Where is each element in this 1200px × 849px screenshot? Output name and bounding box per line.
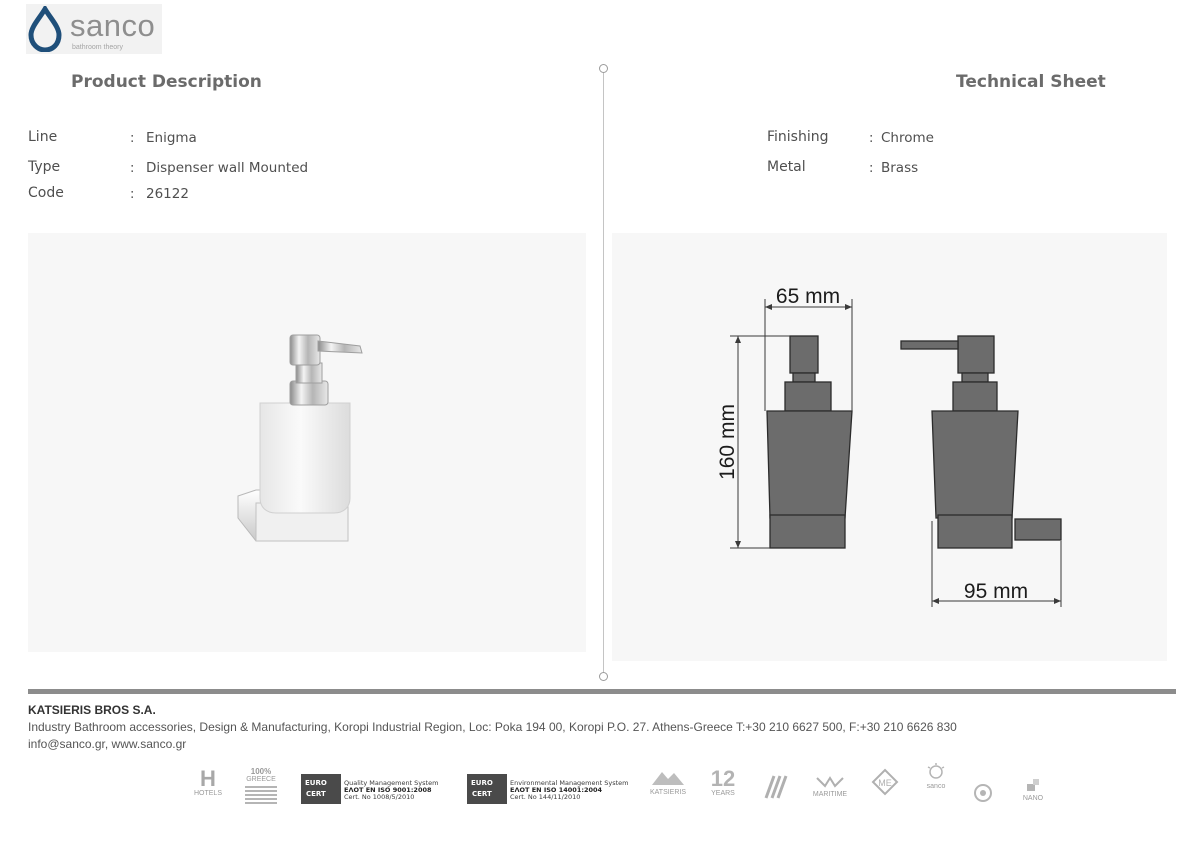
- mountain-icon: [652, 772, 684, 785]
- ems-standard: EΛOT EN ISO 14001:2004: [510, 786, 603, 794]
- qms-title: Quality Management System: [344, 779, 439, 787]
- front-pump-head: [789, 335, 819, 374]
- product-image: [237, 334, 363, 542]
- cert-label: CERT: [306, 790, 326, 798]
- spec-label-type: Type: [28, 159, 61, 175]
- divider-top-dot: [599, 64, 608, 73]
- spec-label-finishing: Finishing: [767, 129, 829, 145]
- technical-sheet-title: Technical Sheet: [956, 72, 1106, 92]
- qms-number: Cert. No 1008/5/2010: [344, 793, 415, 801]
- side-holder: [937, 514, 1013, 549]
- side-pump-neck: [961, 372, 989, 383]
- footer-rule: [28, 689, 1176, 694]
- spec-colon: :: [130, 161, 135, 176]
- technical-drawing-panel: 65 mm 95 mm 160 mm: [612, 233, 1167, 661]
- spec-value-code: 26122: [146, 186, 189, 202]
- water-drop-icon: [28, 6, 62, 52]
- spec-colon: :: [130, 187, 135, 202]
- product-description-title: Product Description: [71, 72, 262, 92]
- company-name: KATSIERIS BROS S.A.: [28, 703, 156, 717]
- hotels-label: HOTELS: [193, 790, 222, 797]
- round-badge: [972, 782, 994, 809]
- side-spout: [900, 340, 959, 350]
- sanco-label: sanco: [926, 783, 946, 790]
- hotels-icon: H: [200, 766, 216, 791]
- katsieris-label: KATSIERIS: [649, 789, 687, 796]
- spec-label-metal: Metal: [767, 159, 806, 175]
- spec-value-line: Enigma: [146, 130, 197, 146]
- technical-drawing: 65 mm 95 mm 160 mm: [716, 285, 1062, 607]
- front-holder: [769, 514, 846, 549]
- brand-tagline: bathroom theory: [72, 44, 123, 51]
- nano-label: NANO: [1022, 795, 1044, 802]
- qms-standard: EΛOT EN ISO 9001:2008: [344, 786, 432, 794]
- column-divider: [603, 72, 604, 676]
- euro-label: EURO: [471, 779, 493, 787]
- cert-label: CERT: [472, 790, 492, 798]
- me-badge: ME: [870, 768, 900, 799]
- greek-flag-icon: [245, 786, 277, 804]
- lightbulb-icon: [927, 763, 945, 779]
- euro-cert-logo: EURO CERT: [301, 774, 341, 804]
- spec-colon: :: [869, 161, 874, 176]
- sanco-lab-badge: sanco: [922, 762, 950, 791]
- front-pump-collar: [784, 381, 832, 412]
- circle-badge-icon: [974, 784, 992, 802]
- side-wall-plate: [1014, 518, 1062, 541]
- company-address: Industry Bathroom accessories, Design & …: [28, 720, 957, 734]
- nano-badge: NANO: [1018, 778, 1048, 803]
- hotels-badge: H HOTELS: [192, 768, 224, 798]
- spec-value-finishing: Chrome: [881, 130, 934, 146]
- front-pump-neck: [792, 372, 816, 383]
- me-label: ME: [878, 778, 892, 788]
- spec-value-metal: Brass: [881, 160, 919, 176]
- dimension-depth: 95 mm: [964, 580, 1028, 603]
- brand-name: sanco: [70, 8, 156, 43]
- side-bottle: [931, 410, 1019, 519]
- side-pump-collar: [952, 381, 998, 412]
- stripes-badge: [762, 774, 790, 805]
- euro-cert-logo: EURO CERT: [467, 774, 507, 804]
- years-label: YEARS: [711, 790, 735, 797]
- years-number: 12: [710, 766, 736, 791]
- years-badge: 12 YEARS: [708, 768, 738, 798]
- greece-badge: 100% GREECE: [245, 768, 277, 804]
- sanco-logo: sanco bathroom theory: [26, 4, 162, 54]
- product-photo-panel: [28, 233, 586, 652]
- company-contact: info@sanco.gr, www.sanco.gr: [28, 737, 187, 751]
- front-bottle: [766, 410, 853, 519]
- greece-label: GREECE: [246, 776, 276, 783]
- ems-number: Cert. No 144/11/2010: [510, 793, 581, 801]
- greece-percent: 100%: [250, 767, 272, 776]
- side-pump-head: [957, 335, 995, 374]
- spec-label-line: Line: [28, 129, 58, 145]
- ems-title: Environmental Management System: [510, 779, 629, 787]
- maritime-badge: MARITIME: [812, 768, 848, 799]
- spec-label-code: Code: [28, 185, 64, 201]
- wave-icon: [816, 776, 844, 788]
- stripes-icon: [764, 775, 788, 799]
- diamond-icon: ME: [871, 768, 899, 796]
- nano-icon: [1027, 779, 1039, 791]
- divider-bottom-dot: [599, 672, 608, 681]
- spec-value-type: Dispenser wall Mounted: [146, 160, 309, 176]
- spec-colon: :: [130, 131, 135, 146]
- maritime-label: MARITIME: [812, 791, 848, 798]
- euro-label: EURO: [305, 779, 327, 787]
- dimension-width: 65 mm: [776, 285, 840, 308]
- dimension-height: 160 mm: [716, 404, 739, 480]
- katsieris-badge: KATSIERIS: [648, 768, 688, 797]
- spec-colon: :: [869, 131, 874, 146]
